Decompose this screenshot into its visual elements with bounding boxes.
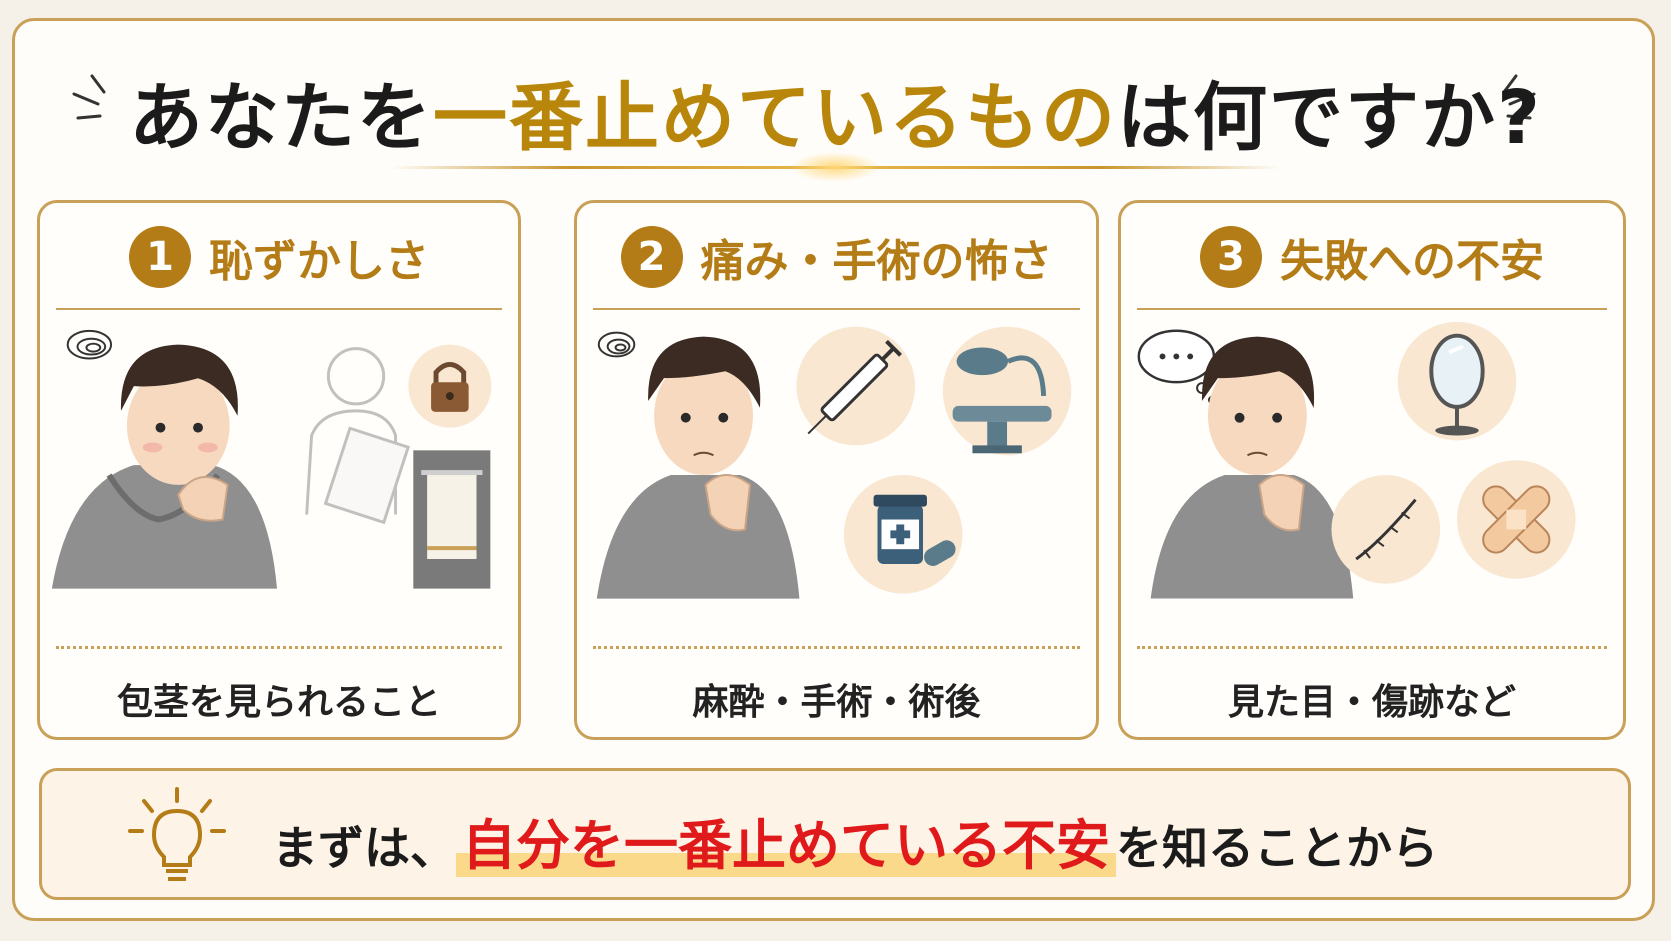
- takeaway-before: まずは、: [272, 821, 456, 875]
- lightbulb-icon: [128, 787, 226, 881]
- card-caption: 麻酔・手術・術後: [692, 682, 981, 723]
- worry-scribble-icon: [66, 329, 113, 360]
- card-number-badge: 1: [129, 226, 191, 288]
- worried-man: [1150, 336, 1354, 599]
- doctor-silhouette: [305, 347, 411, 525]
- card-embarrassment: 1 恥ずかしさ: [37, 200, 521, 740]
- card-heading: 1 恥ずかしさ: [40, 225, 518, 289]
- card-pain-fear: 2 痛み・手術の怖さ: [574, 200, 1099, 740]
- worried-man: [51, 344, 278, 589]
- lock-icon: [408, 344, 492, 428]
- surgery-lamp-icon: [942, 326, 1072, 456]
- card-heading: 2 痛み・手術の怖さ: [577, 225, 1096, 289]
- worried-man: [596, 336, 800, 599]
- card-illustration: [51, 329, 492, 589]
- card-failure-anxiety: 3 失敗への不安: [1118, 200, 1626, 740]
- card-number-badge: 3: [1200, 226, 1262, 288]
- card-illustration: [596, 326, 1072, 599]
- title-accent-right-icon: [1502, 74, 1536, 120]
- card-dotted-divider: [1137, 646, 1607, 649]
- card-heading-label: 恥ずかしさ: [209, 236, 429, 287]
- title-highlight: 一番止めているもの: [433, 75, 1118, 161]
- card-divider: [593, 308, 1080, 310]
- card-dotted-divider: [56, 646, 502, 649]
- takeaway-banner: まずは、自分を一番止めている不安を知ることから: [39, 768, 1631, 900]
- page-title: あなたを一番止めているものは何ですか?: [0, 58, 1671, 165]
- card-heading: 3 失敗への不安: [1121, 225, 1623, 289]
- card-illustration: [1137, 321, 1576, 599]
- bandage-icon: [1456, 460, 1576, 579]
- takeaway-highlight: 自分を一番止めている不安: [456, 814, 1116, 877]
- card-divider: [56, 308, 502, 310]
- card-heading-label: 失敗への不安: [1280, 236, 1544, 287]
- title-part2: は何ですか?: [1117, 75, 1542, 161]
- card-caption: 包茎を見られること: [116, 682, 441, 723]
- card-dotted-divider: [593, 646, 1080, 649]
- medicine-icon: [843, 475, 963, 594]
- takeaway-after: を知ることから: [1116, 821, 1438, 875]
- card-divider: [1137, 308, 1607, 310]
- card-heading-label: 痛み・手術の怖さ: [700, 236, 1053, 287]
- card-number-badge: 2: [620, 226, 683, 288]
- title-sparkle: [790, 152, 880, 182]
- towel-icon: [413, 450, 491, 589]
- title-accent-left-icon: [72, 74, 106, 120]
- title-part1: あなたを: [129, 75, 434, 161]
- worry-scribble-icon: [597, 331, 636, 358]
- scar-icon: [1331, 475, 1441, 584]
- takeaway-message: まずは、自分を一番止めている不安を知ることから: [272, 801, 1438, 880]
- card-caption: 見た目・傷跡など: [1227, 682, 1516, 723]
- syringe-icon: [796, 326, 916, 446]
- mirror-icon: [1397, 321, 1517, 441]
